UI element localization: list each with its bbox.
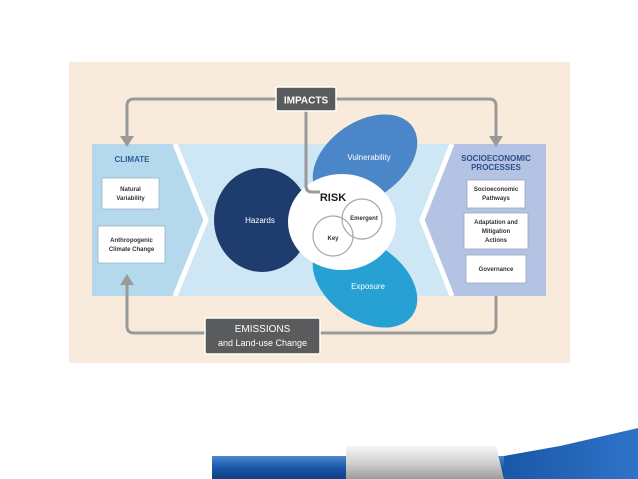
adaptation-mitigation-box — [463, 212, 529, 250]
impacts-left-connector — [125, 97, 276, 138]
vulnerability-label: Vulnerability — [347, 153, 390, 162]
emergent-circle — [341, 198, 383, 240]
impacts-left-arrowhead — [120, 136, 134, 147]
emergent-label: Emergent — [350, 216, 378, 222]
emissions-left-arrowhead — [120, 274, 134, 285]
socioeconomic-pathways-box — [466, 179, 526, 209]
adaptation-label-1: Adaptation and — [474, 220, 518, 226]
socioeconomic-pathways-label-2: Pathways — [482, 196, 510, 202]
impacts-right-connector — [336, 97, 498, 138]
anthropogenic-label-2: Climate Change — [109, 247, 155, 253]
anthropogenic-label-1: Anthropogenic — [110, 238, 153, 244]
hazards-label: Hazards — [245, 216, 275, 225]
impacts-tab — [275, 86, 337, 112]
emissions-right-connector — [320, 296, 498, 335]
exposure-label: Exposure — [351, 282, 385, 291]
key-circle — [312, 215, 354, 257]
footer-blue-swoosh — [504, 428, 638, 479]
impacts-risk-connector — [304, 110, 320, 194]
governance-label: Governance — [479, 267, 514, 273]
emissions-tab — [204, 317, 321, 355]
emissions-label: EMISSIONS — [235, 324, 291, 335]
climate-title: CLIMATE — [115, 155, 151, 164]
left-chevron — [172, 143, 209, 297]
anthropogenic-climate-change-box — [97, 225, 166, 264]
governance-box — [465, 254, 527, 284]
adaptation-label-2: Mitigation — [482, 229, 511, 235]
socioeconomic-pathways-label-1: Socioeconomic — [474, 187, 519, 193]
socioeconomic-title-2: PROCESSES — [471, 163, 521, 172]
socioeconomic-title-1: SOCIOECONOMIC — [461, 154, 531, 163]
hazards-petal — [214, 168, 310, 272]
natural-variability-label-2: Variability — [116, 196, 145, 202]
key-label: Key — [327, 236, 339, 242]
emissions-sublabel: and Land-use Change — [218, 338, 307, 348]
natural-variability-label-1: Natural — [120, 187, 141, 193]
right-chevron — [419, 143, 455, 297]
impacts-right-arrowhead — [489, 136, 503, 147]
footer-silver-tab — [346, 446, 504, 479]
adaptation-label-3: Actions — [485, 238, 508, 244]
risk-label: RISK — [320, 192, 346, 204]
natural-variability-box — [101, 177, 160, 210]
emissions-left-connector — [125, 283, 205, 335]
impacts-label: IMPACTS — [284, 96, 329, 107]
